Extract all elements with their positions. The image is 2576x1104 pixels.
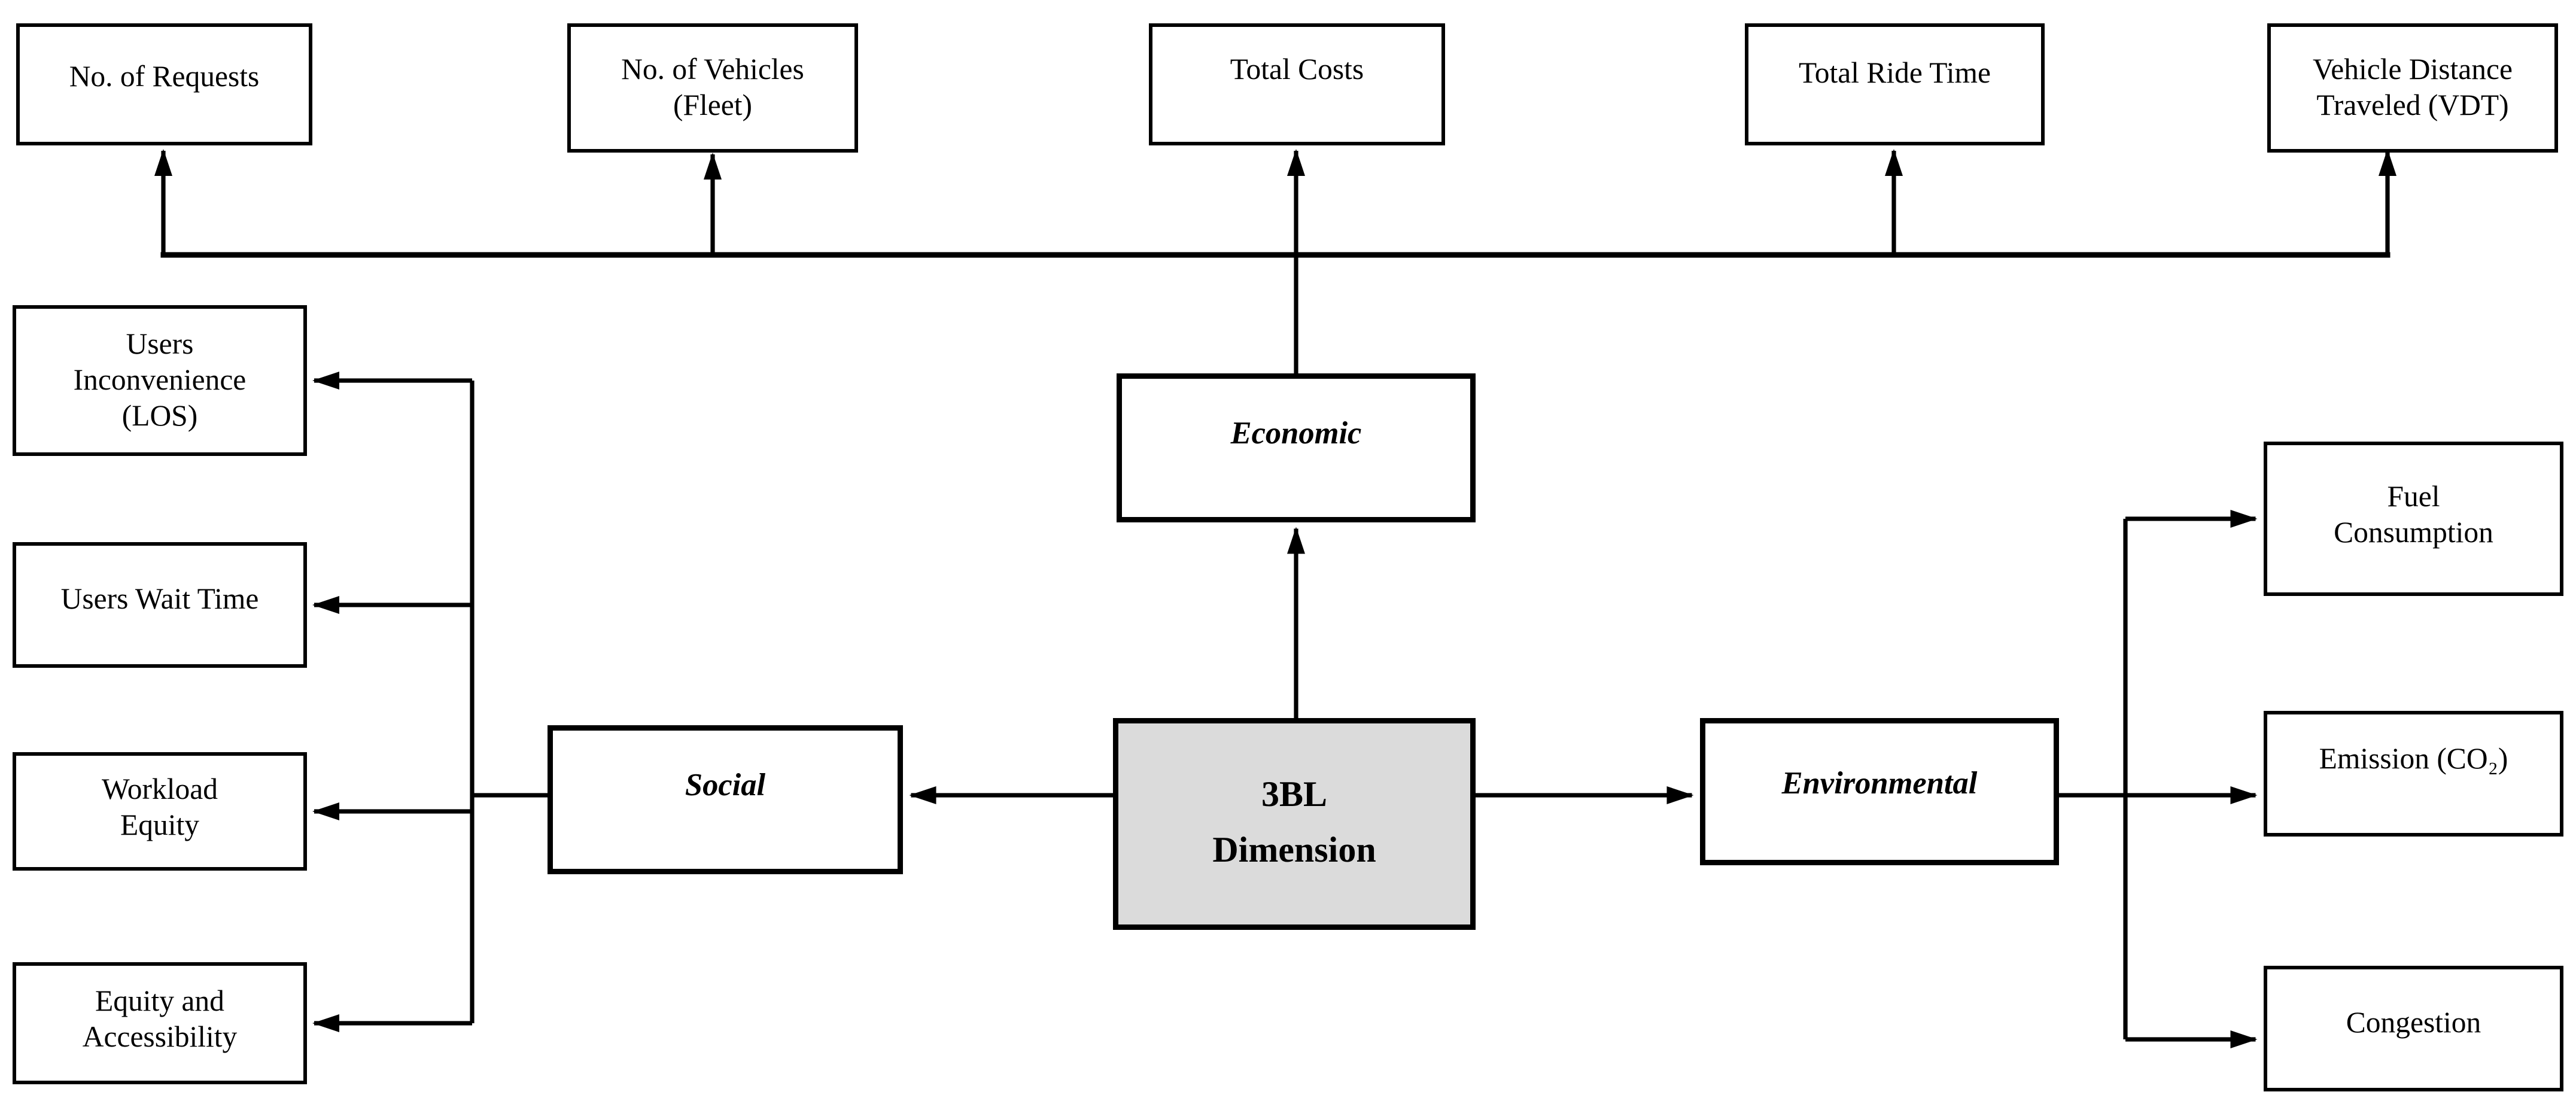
node-label: Users Inconvenience (LOS) — [73, 326, 247, 433]
node-no-of-requests: No. of Requests — [16, 23, 312, 145]
node-label: Social — [685, 766, 766, 802]
node-no-of-vehicles-fleet: No. of Vehicles (Fleet) — [567, 23, 858, 153]
node-label: Environmental — [1781, 765, 1978, 801]
node-label: No. of Vehicles (Fleet) — [621, 51, 804, 122]
node-environmental-dimension: Environmental — [1700, 718, 2059, 865]
node-total-costs: Total Costs — [1149, 23, 1445, 145]
node-3bl-dimension: 3BL Dimension — [1113, 718, 1476, 930]
node-label: Congestion — [2346, 1005, 2481, 1039]
node-congestion: Congestion — [2264, 966, 2563, 1091]
node-social-dimension: Social — [548, 725, 903, 874]
node-label: Total Ride Time — [1798, 55, 1991, 90]
node-label: No. of Requests — [69, 59, 260, 93]
node-workload-equity: Workload Equity — [13, 752, 307, 871]
node-economic-dimension: Economic — [1117, 373, 1476, 522]
node-label: Fuel Consumption — [2334, 479, 2493, 549]
node-label: Workload Equity — [102, 771, 218, 842]
node-label: Total Costs — [1230, 51, 1364, 86]
node-vehicle-distance-traveled: Vehicle Distance Traveled (VDT) — [2267, 23, 2558, 153]
node-fuel-consumption: Fuel Consumption — [2264, 442, 2563, 596]
node-users-wait-time: Users Wait Time — [13, 542, 307, 668]
node-emission-co2: Emission (CO₂) — [2264, 711, 2563, 837]
node-label: Economic — [1230, 414, 1362, 451]
node-equity-and-accessibility: Equity and Accessibility — [13, 962, 307, 1084]
node-label: Emission (CO₂) — [2319, 741, 2508, 775]
node-users-inconvenience-los: Users Inconvenience (LOS) — [13, 305, 307, 456]
node-total-ride-time: Total Ride Time — [1745, 23, 2045, 145]
node-label: Users Wait Time — [60, 581, 259, 616]
node-label: 3BL Dimension — [1212, 775, 1376, 871]
node-label: Vehicle Distance Traveled (VDT) — [2312, 51, 2513, 122]
node-label: Equity and Accessibility — [82, 983, 238, 1054]
